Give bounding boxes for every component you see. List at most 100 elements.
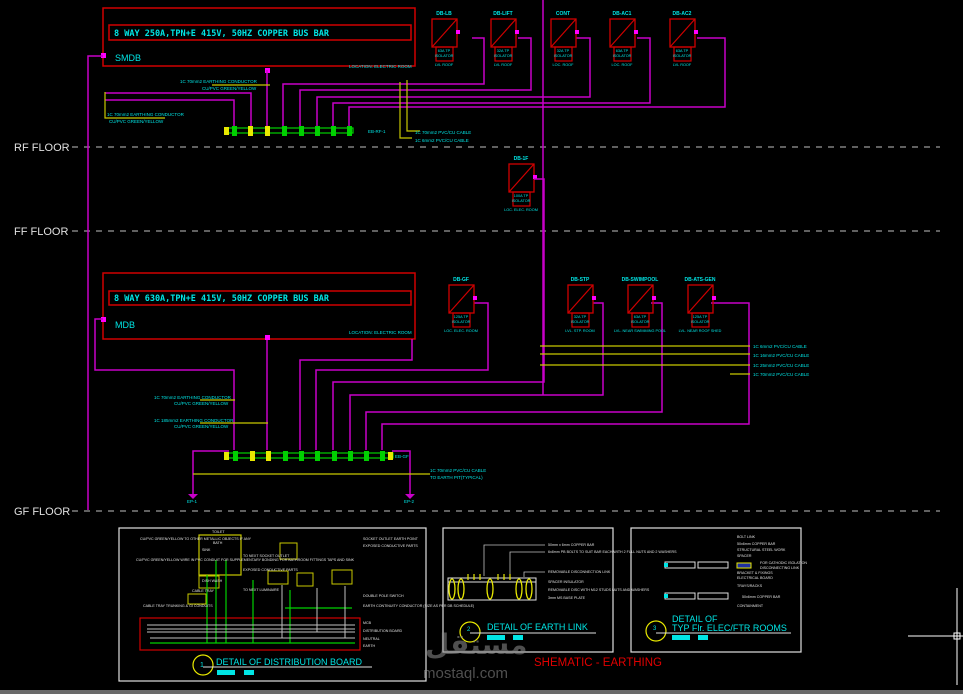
mdb-panel[interactable]: 8 WAY 630A,TPN+E 415V, 50HZ COPPER BUS B…	[101, 272, 416, 340]
svg-text:SINK: SINK	[202, 548, 211, 552]
mdb-location: LOCATION: ELECTRIC ROOM	[349, 330, 412, 335]
detail-3-number: 3	[653, 626, 657, 632]
svg-text:CU/PVC GREEN/YELLOW: CU/PVC GREEN/YELLOW	[174, 424, 229, 429]
svg-text:ISOLATOR: ISOLATOR	[512, 199, 531, 203]
svg-text:50x6mm COPPER BAR: 50x6mm COPPER BAR	[737, 542, 776, 546]
svg-text:EARTH CONTINUITY CONDUCTOR (SI: EARTH CONTINUITY CONDUCTOR (SIZE AS PER …	[363, 604, 474, 608]
isolator-tag: DB-LB	[436, 11, 452, 17]
svg-text:TO EARTH PIT(TYPICAL): TO EARTH PIT(TYPICAL)	[430, 475, 483, 480]
isolator-tag: DB-ATS-GEN	[684, 277, 715, 283]
detail-1-marker-icon	[192, 654, 214, 676]
svg-text:REMOVABLE DISC WITH M12 STUDS: REMOVABLE DISC WITH M12 STUDS NUTS AND W…	[548, 588, 650, 592]
svg-text:ELECTRICAL BOARD: ELECTRICAL BOARD	[737, 576, 773, 580]
svg-text:CABLE TRAY: CABLE TRAY	[192, 589, 215, 593]
mdb-cable-4: 1C 70mm2 PVC/CU CABLE	[753, 372, 809, 377]
svg-text:REMOVABLE DISCONNECTION LINK: REMOVABLE DISCONNECTION LINK	[548, 570, 611, 574]
svg-text:50x6mm COPPER BAR: 50x6mm COPPER BAR	[742, 595, 781, 599]
rf-isolators: DB-LB 63A TP ISOLATOR LVL ROOF DB-LIFT 32A TP…	[431, 11, 698, 67]
isolator-location: LVL ROOF	[494, 63, 513, 67]
svg-text:50mm x 6mm COPPER BAR: 50mm x 6mm COPPER BAR	[548, 543, 595, 547]
detail-3-title-line2: TYP Flr. ELEC/FTR ROOMS	[672, 623, 787, 633]
smdb-name: SMDB	[115, 53, 141, 63]
isolator-tag: DB-LIFT	[493, 11, 512, 17]
mdb-earthing-conductor-2: 1C 185mm2 EARTHING CONDUCTOR	[154, 418, 234, 423]
mdb-earth-bar-label: EB-GF	[395, 454, 409, 459]
svg-text:BATH: BATH	[213, 541, 223, 545]
smdb-cable-2: 1C 6mm2 PVC/CU CABLE	[415, 138, 469, 143]
svg-text:ISOLATOR: ISOLATOR	[494, 54, 513, 58]
crosshair-cursor-icon	[908, 588, 963, 685]
detail-2-marker-icon	[459, 621, 481, 643]
mdb-earth-lines	[193, 345, 750, 475]
smdb-busbar-title: 8 WAY 250A,TPN+E 415V, 50HZ COPPER BUS B…	[114, 29, 330, 39]
detail-3-marker-icon	[645, 620, 667, 642]
svg-text:CU/PVC GREEN/YELLOW WIRE IN PV: CU/PVC GREEN/YELLOW WIRE IN PVC CONDUIT …	[136, 558, 355, 562]
smdb-panel[interactable]: 8 WAY 250A,TPN+E 415V, 50HZ COPPER BUS B…	[101, 7, 416, 73]
isolator-tag: DB-GF	[453, 277, 469, 283]
isolator-tag: DB-STP	[571, 277, 590, 283]
mostaql-watermark: مستقل mostaql.com	[423, 628, 527, 682]
floor-label-ff: FF FLOOR	[14, 226, 68, 238]
detail-2-title: DETAIL OF EARTH LINK	[487, 622, 588, 632]
drawing-title: SHEMATIC - EARTHING	[534, 657, 662, 669]
smdb-frame	[102, 7, 416, 67]
floor-levels: RF FLOOR FF FLOOR GF FLOOR	[14, 142, 940, 518]
detail-3-title-line1: DETAIL OF	[672, 614, 718, 624]
svg-text:DOUBLE POLE SWITCH: DOUBLE POLE SWITCH	[363, 594, 404, 598]
detail-elec-ftr-rooms[interactable]: BOLT LINK 50x6mm COPPER BAR STRUCTURAL S…	[630, 527, 807, 653]
svg-text:100A TP: 100A TP	[514, 194, 529, 198]
detail-distribution-board[interactable]: TOILET BATH SINK DISH WASH CABLE TRAY CU…	[118, 527, 474, 682]
svg-text:32A TP: 32A TP	[557, 49, 570, 53]
svg-text:BOLT LINK: BOLT LINK	[737, 535, 756, 539]
mdb-pit-cable: 1C 70mm2 PVC/CU CABLE	[430, 468, 486, 473]
svg-text:32A TP: 32A TP	[574, 315, 587, 319]
svg-text:63A TP: 63A TP	[438, 49, 451, 53]
svg-text:DISCONNECTING LINK: DISCONNECTING LINK	[760, 566, 800, 570]
mdb-cable-3: 1C 25mm2 PVC/CU CABLE	[753, 363, 809, 368]
svg-text:CU/PVC GREEN/YELLOW TO OTHER M: CU/PVC GREEN/YELLOW TO OTHER METALLIC OB…	[140, 537, 252, 541]
svg-text:FOR CATHODIC ISOLATION: FOR CATHODIC ISOLATION	[760, 561, 807, 565]
svg-text:ISOLATOR: ISOLATOR	[691, 320, 710, 324]
earth-pit-2: EP-2	[404, 499, 415, 504]
svg-text:ISOLATOR: ISOLATOR	[631, 320, 650, 324]
svg-text:63A TP: 63A TP	[634, 315, 647, 319]
mdb-frame	[102, 272, 416, 340]
mdb-cable-2: 1C 16mm2 PVC/CU CABLE	[753, 353, 809, 358]
svg-text:SPACER INSULATOR: SPACER INSULATOR	[548, 580, 584, 584]
svg-text:SPACER: SPACER	[737, 554, 752, 558]
smdb-cable-1: 1C 70mm2 PVC/CU CABLE	[415, 130, 471, 135]
svg-text:DISTRIBUTION BOARD: DISTRIBUTION BOARD	[363, 629, 403, 633]
isolator-location: LOC. ELEC. ROOM	[504, 208, 538, 212]
detail-earth-link[interactable]: 50mm x 6mm COPPER BAR 6x8mm PB BOLTS TO …	[442, 527, 677, 653]
isolator-tag: DB-SWIMPOOL	[622, 277, 659, 283]
isolator-location: LVL. NEAR SWIMMING POOL	[614, 329, 666, 333]
detail-1-title: DETAIL OF DISTRIBUTION BOARD	[216, 657, 363, 667]
isolator-location: LOC. ROOF	[612, 63, 634, 67]
isolator-tag: DB-AC2	[673, 11, 692, 17]
svg-text:3mm MS BASE PLATE: 3mm MS BASE PLATE	[548, 596, 586, 600]
detail-1-number: 1	[200, 662, 204, 669]
smdb-earth-lines	[104, 80, 420, 139]
floor-label-rf: RF FLOOR	[14, 142, 70, 154]
svg-text:ISOLATOR: ISOLATOR	[554, 54, 573, 58]
isolator-location: LVL. NEAR ROOF SHED	[679, 329, 722, 333]
mdb-busbar-title: 8 WAY 630A,TPN+E 415V, 50HZ COPPER BUS B…	[114, 294, 330, 304]
label-toilet: TOILET	[212, 530, 225, 534]
svg-text:CABLE TRAY TRUNKING & GI CONDU: CABLE TRAY TRUNKING & GI CONDUITS	[143, 604, 213, 608]
ff-wiring	[332, 178, 545, 450]
isolator-location: LOC. ELEC. ROOM	[444, 329, 478, 333]
svg-text:ISOLATOR: ISOLATOR	[452, 320, 471, 324]
mdb-name: MDB	[115, 320, 135, 330]
